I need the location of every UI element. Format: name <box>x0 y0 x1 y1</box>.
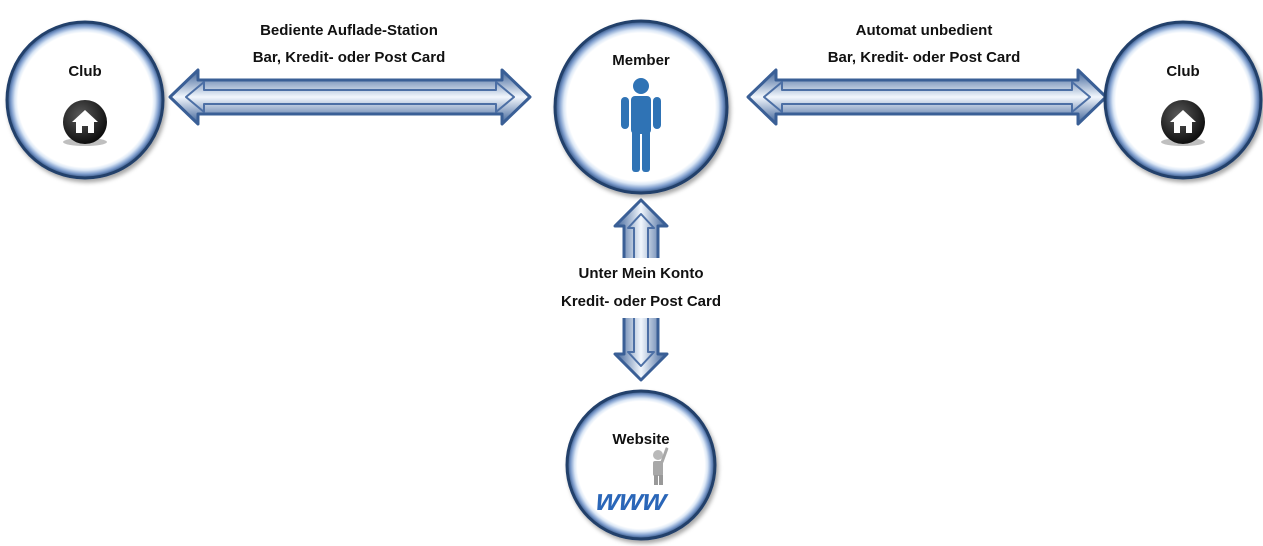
right-connection-line2: Bar, Kredit- oder Post Card <box>828 49 1021 66</box>
club-right-label: Club <box>1166 63 1199 80</box>
www-text: www <box>590 483 672 517</box>
right-connection-line1: Automat unbedient <box>856 22 993 39</box>
website-label: Website <box>612 431 669 448</box>
club-left-label: Club <box>68 63 101 80</box>
label-left-connection: Bediente Auflade-Station Bar, Kredit- od… <box>253 22 446 66</box>
arrow-club-left-member <box>168 68 532 126</box>
www-icon: www <box>590 447 672 517</box>
node-member: Member <box>553 19 729 195</box>
node-club-right: Club <box>1103 20 1263 180</box>
left-connection-line1: Bediente Auflade-Station <box>260 22 438 39</box>
down-label-background <box>532 258 750 318</box>
arrow-member-club-right <box>746 68 1108 126</box>
down-connection-line1: Unter Mein Konto <box>579 265 704 282</box>
home-icon <box>1161 100 1205 146</box>
node-website: Website www <box>565 389 717 541</box>
down-connection-line2: Kredit- oder Post Card <box>561 293 721 310</box>
label-right-connection: Automat unbedient Bar, Kredit- oder Post… <box>828 22 1021 66</box>
left-connection-line2: Bar, Kredit- oder Post Card <box>253 49 446 66</box>
person-icon <box>621 78 661 172</box>
label-down-connection: Unter Mein Konto Kredit- oder Post Card <box>561 265 721 310</box>
node-club-left: Club <box>5 20 165 180</box>
home-icon <box>63 100 107 146</box>
member-label: Member <box>612 52 670 69</box>
